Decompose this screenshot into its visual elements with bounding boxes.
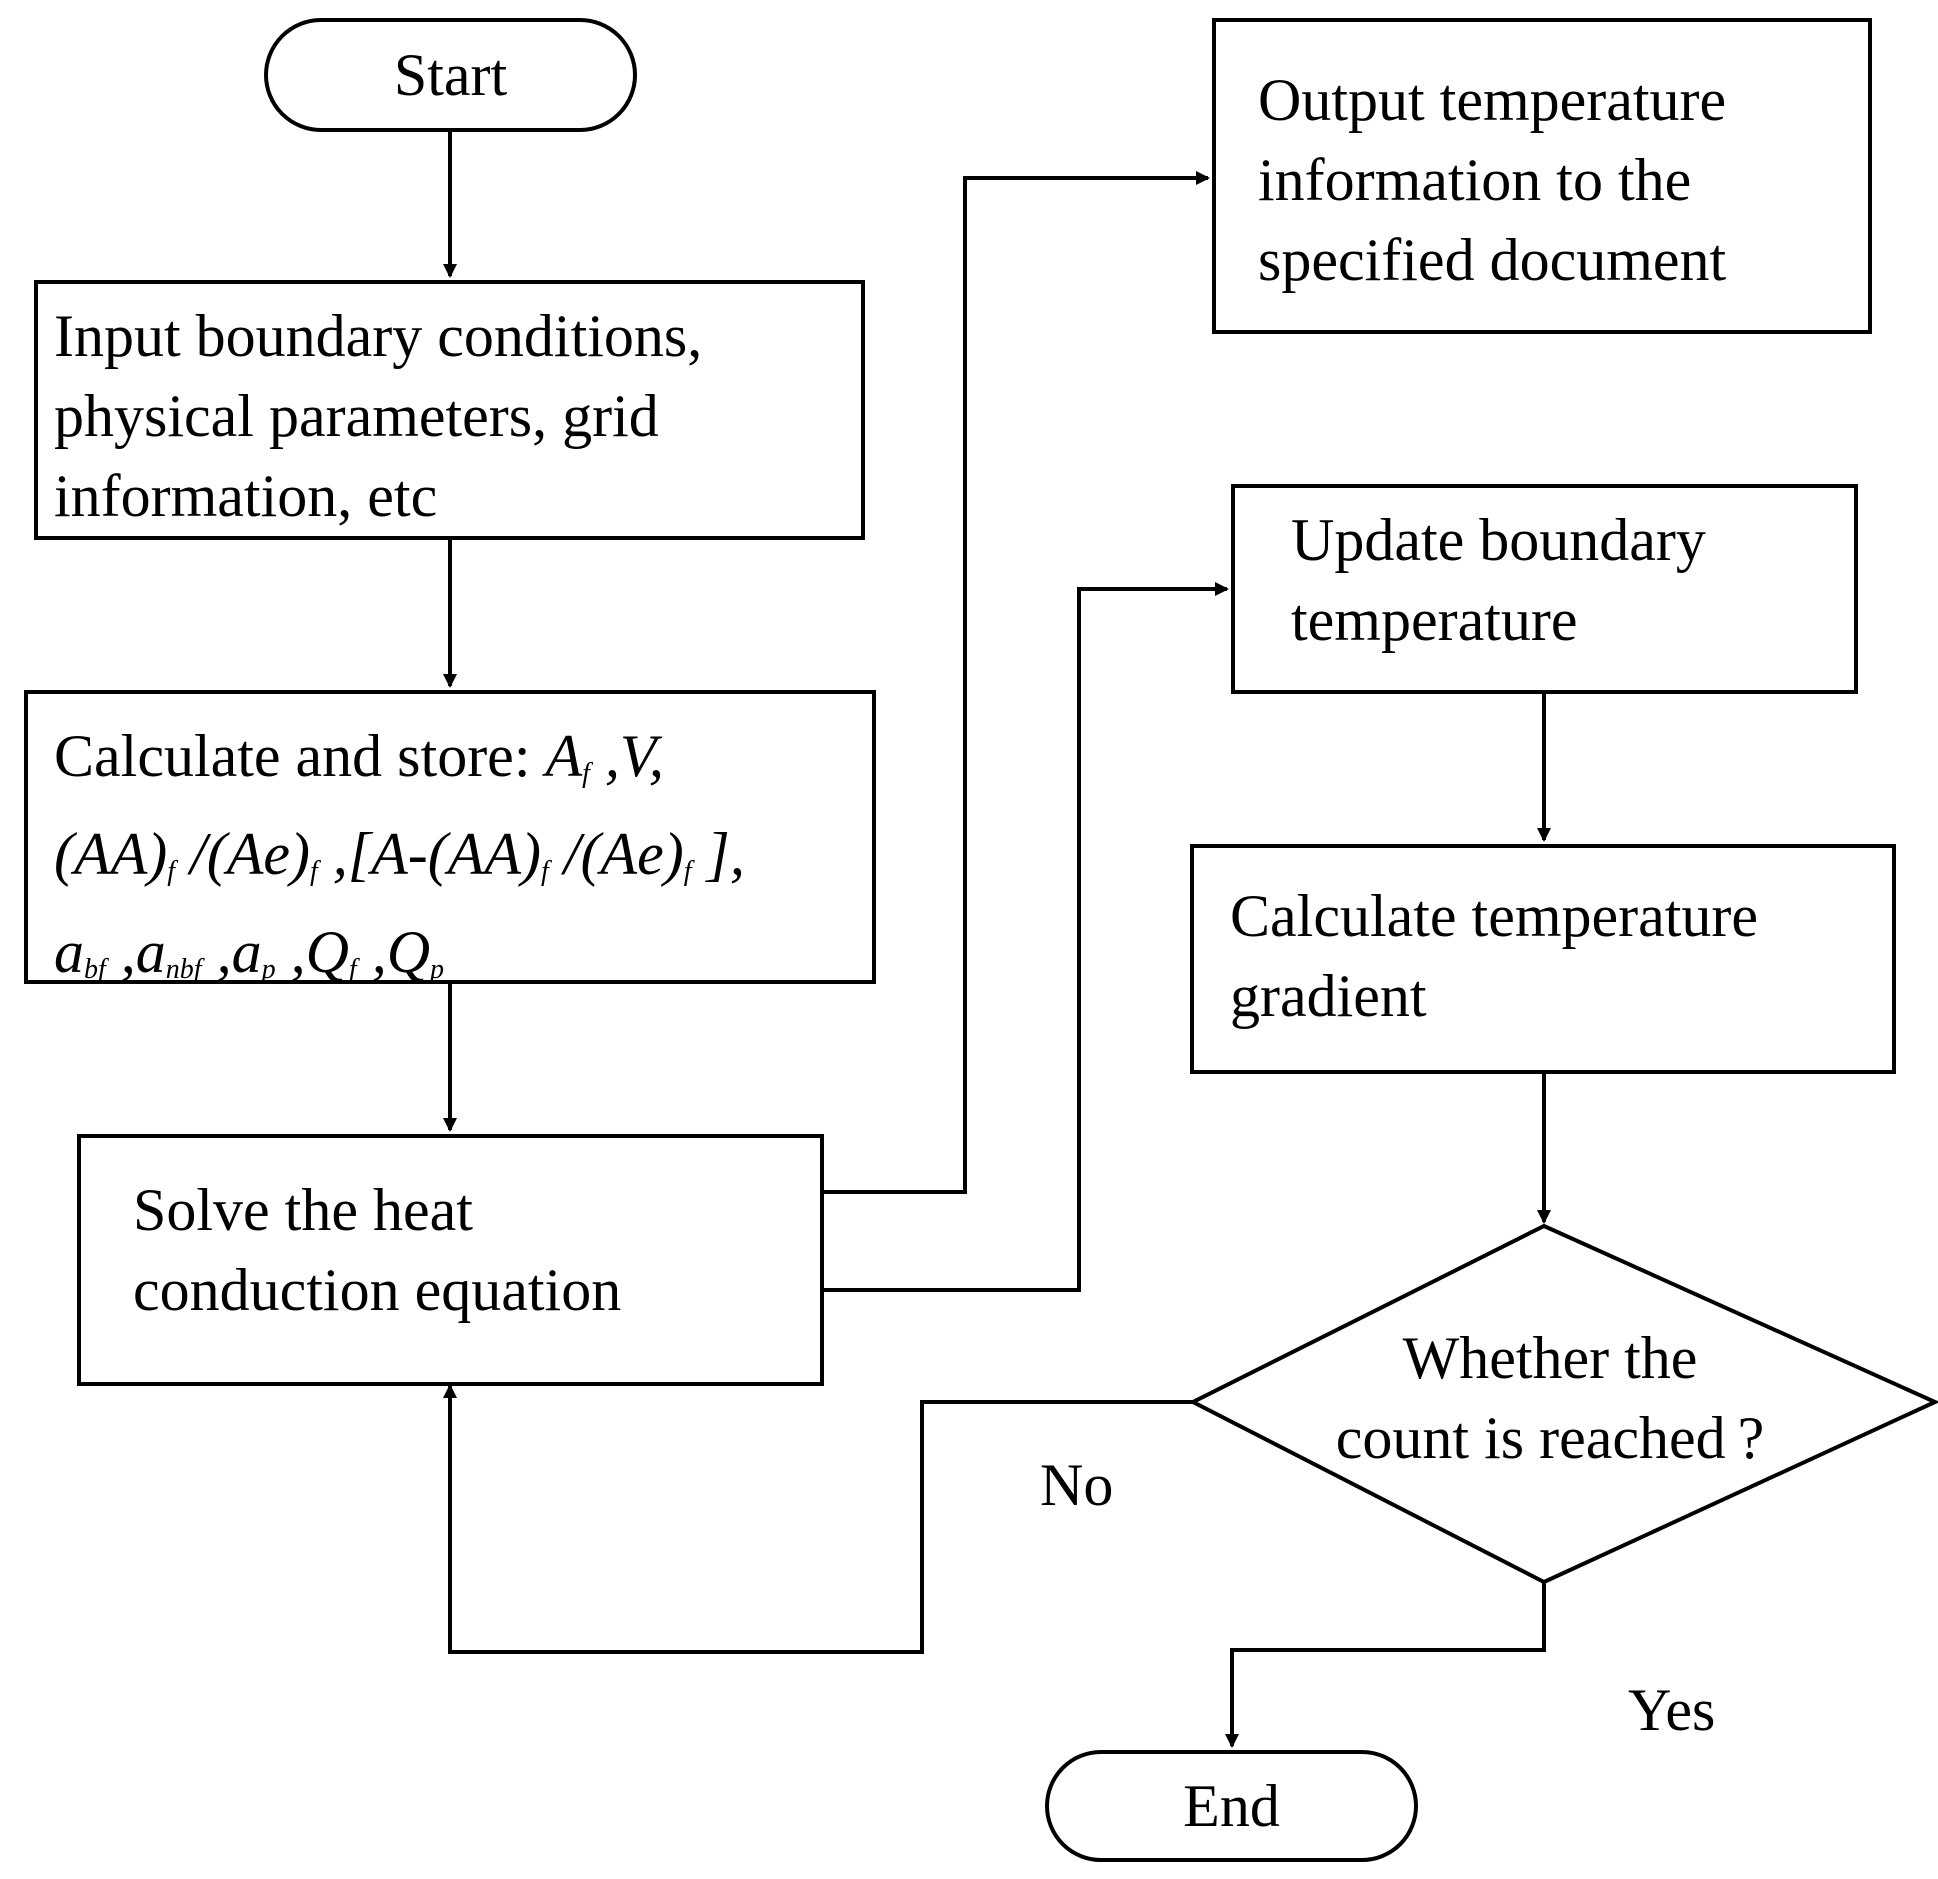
start-terminal: Start [264, 18, 637, 132]
calc-line-2: (AA)f /(Ae)f ,[A-(AA)f /(Ae)f ], [54, 821, 745, 887]
end-label: End [1183, 1773, 1280, 1839]
update-line-2: temperature [1291, 587, 1578, 653]
calc-line-3: abf ,anbf ,ap ,Qf ,Qp [54, 919, 445, 985]
no-label: No [1040, 1452, 1114, 1518]
output-temperature-box: Output temperature information to the sp… [1212, 18, 1872, 334]
decision-line-1: Whether the [1402, 1325, 1698, 1391]
input-line-3: information, etc [54, 463, 438, 529]
calc-var-af: Af ,V, [545, 723, 664, 789]
decision-text: Whether the count is reached ? [1290, 1318, 1810, 1478]
output-line-1: Output temperature [1258, 67, 1727, 133]
calc-line-1: Calculate and store: Af ,V, [54, 716, 745, 814]
solve-line-2: conduction equation [133, 1257, 622, 1323]
calculate-store-box: Calculate and store: Af ,V, (AA)f /(Ae)f… [24, 690, 876, 985]
input-line-2: physical parameters, grid [54, 383, 659, 449]
yes-label: Yes [1628, 1677, 1716, 1743]
output-line-2: information to the [1258, 147, 1692, 213]
end-terminal: End [1045, 1750, 1418, 1862]
update-boundary-box: Update boundary temperature [1231, 484, 1858, 694]
arrow-decision-no-loop [443, 1384, 1193, 1654]
arrow-decision-yes-to-end [1225, 1582, 1546, 1748]
arrow-solve-to-output [824, 171, 1210, 1194]
gradient-box: Calculate temperature gradient [1190, 844, 1896, 1074]
output-line-3: specified document [1258, 227, 1727, 293]
calc-prefix: Calculate and store: [54, 723, 546, 789]
solve-equation-box: Solve the heat conduction equation [77, 1134, 824, 1386]
gradient-line-2: gradient [1230, 963, 1427, 1029]
input-process-box: Input boundary conditions, physical para… [34, 280, 865, 540]
solve-line-1: Solve the heat [133, 1177, 473, 1243]
decision-diamond [1188, 1223, 1938, 1585]
start-label: Start [393, 42, 508, 108]
input-line-1: Input boundary conditions, [54, 303, 703, 369]
update-line-1: Update boundary [1291, 507, 1706, 573]
gradient-line-1: Calculate temperature [1230, 883, 1759, 949]
decision-line-2: count is reached ? [1335, 1405, 1765, 1471]
arrow-solve-to-update [824, 582, 1229, 1292]
